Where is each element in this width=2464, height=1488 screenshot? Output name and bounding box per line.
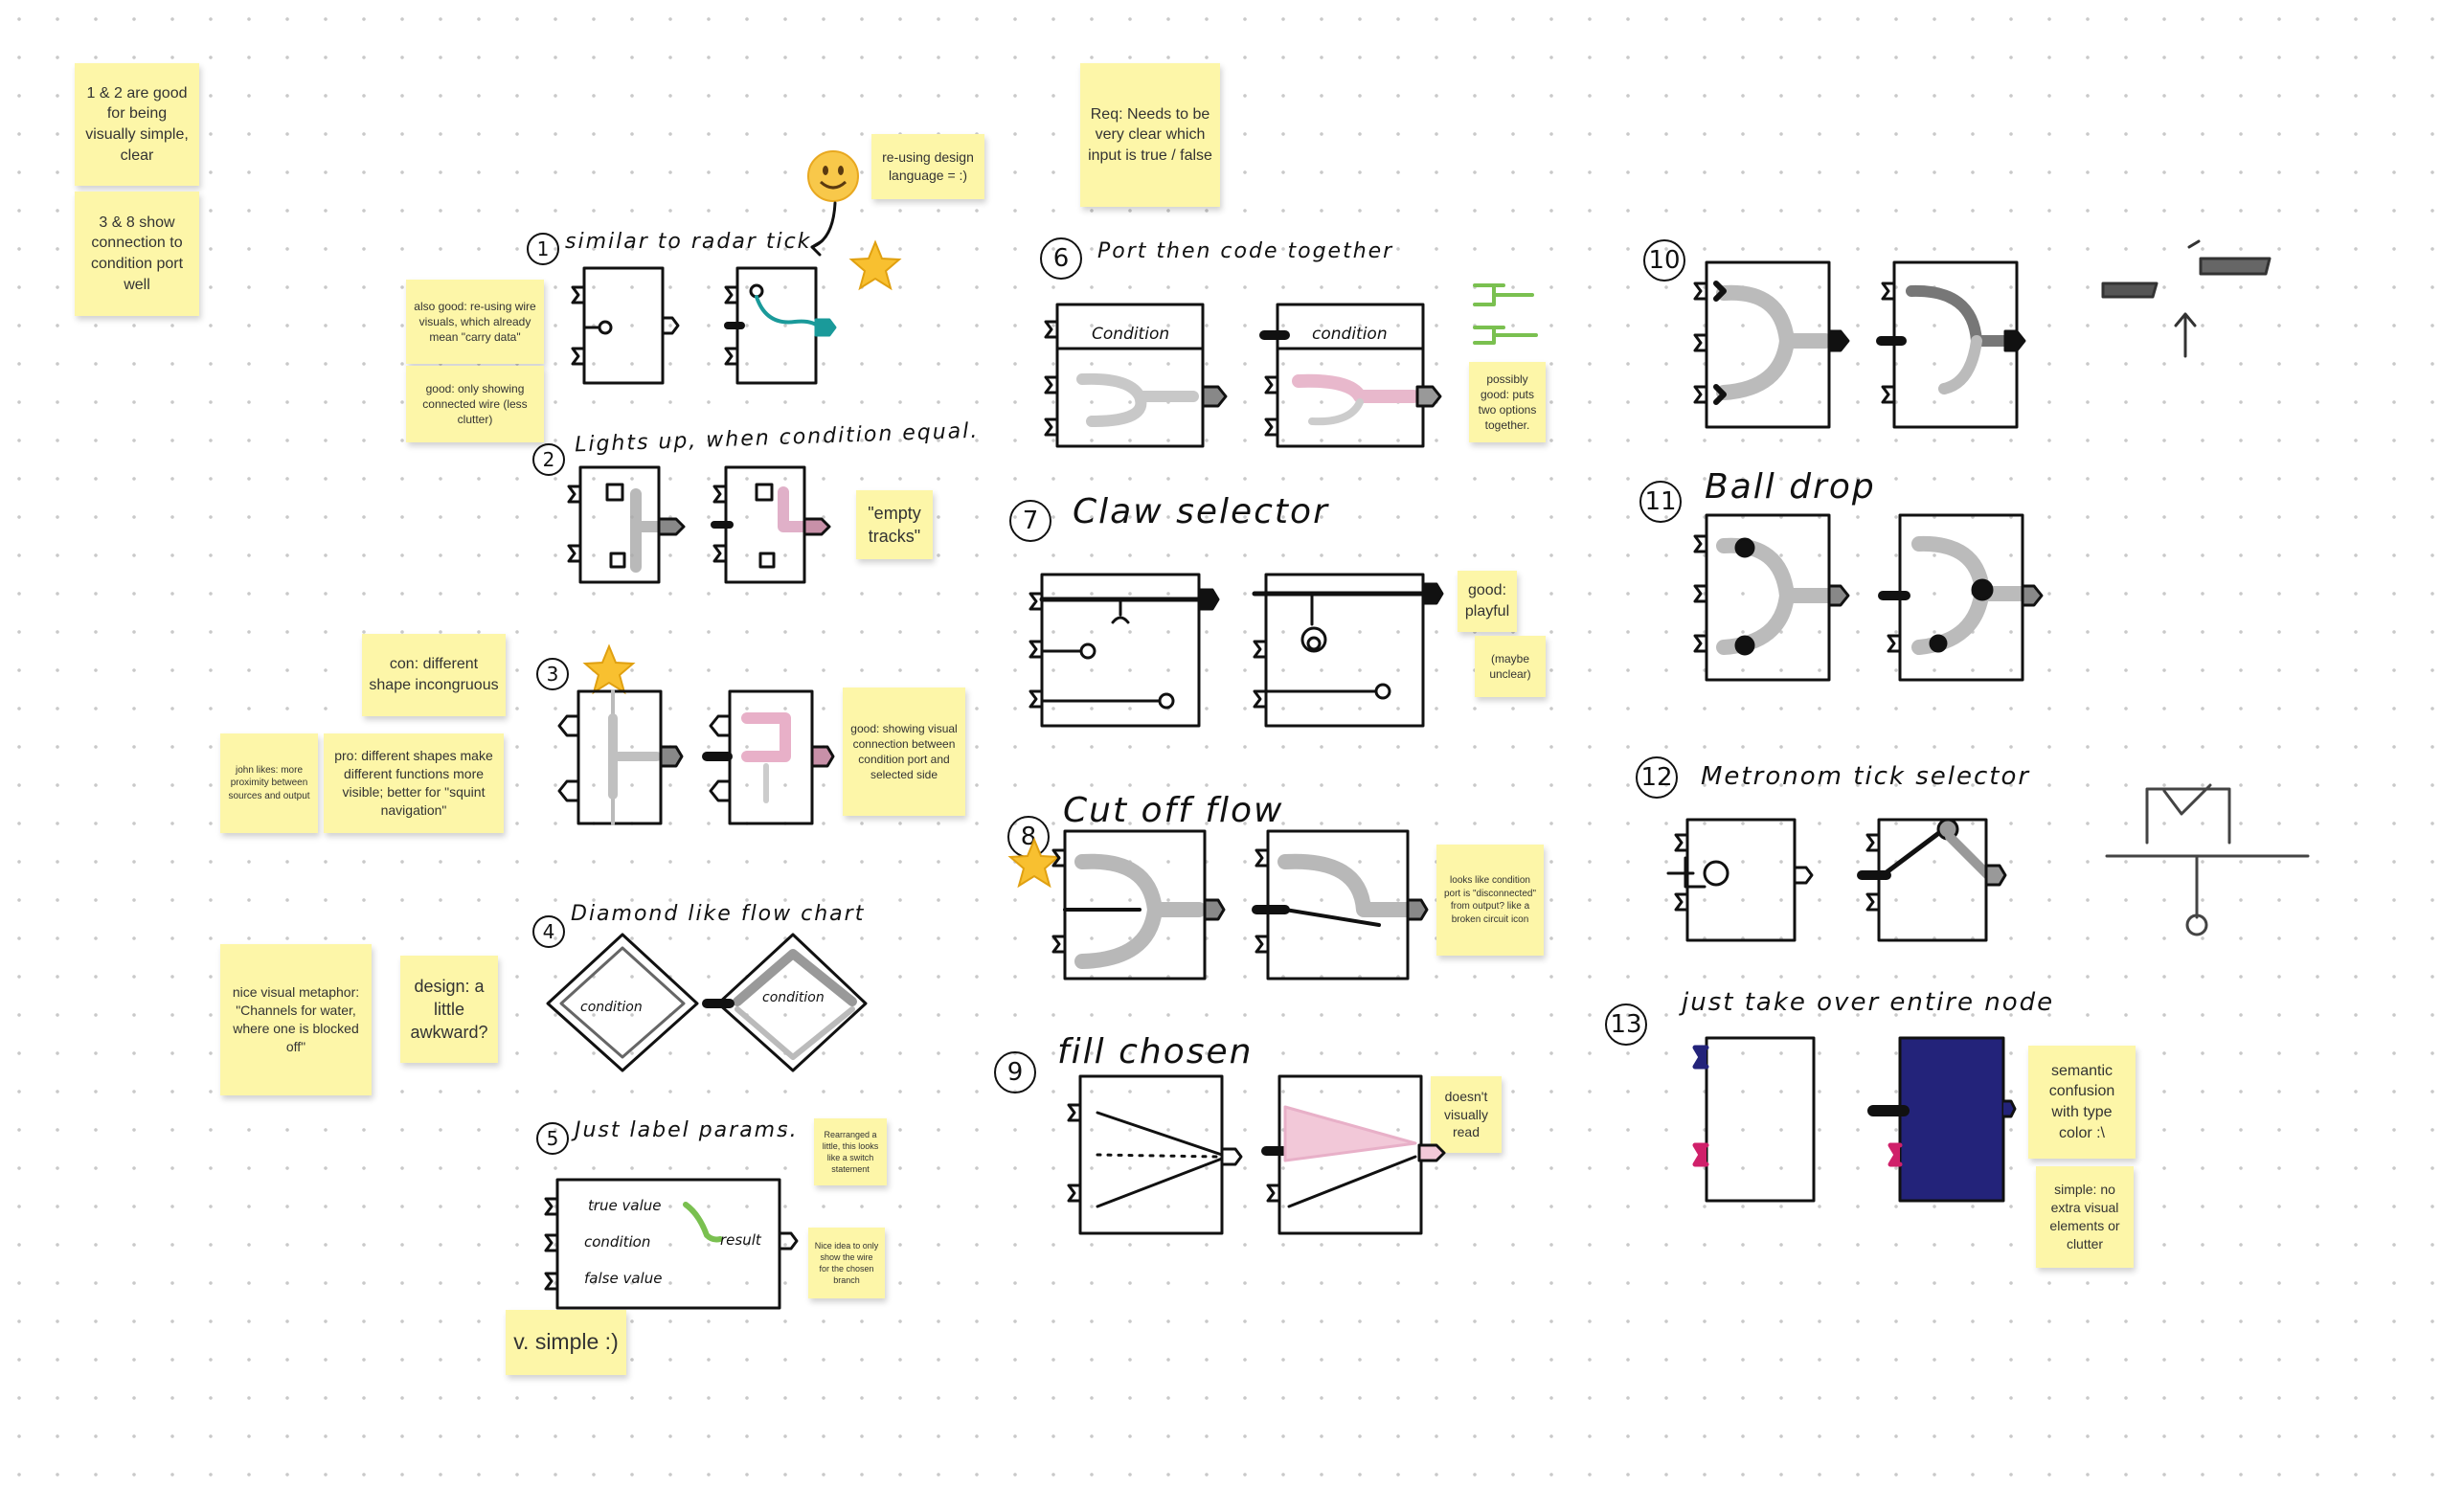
param-condition: condition <box>584 1233 650 1251</box>
sketch-label-condition: condition <box>1312 325 1388 344</box>
sketch-label-condition: condition <box>580 1000 643 1015</box>
sketch-label-condition: Condition <box>1092 325 1169 344</box>
sketch-label-condition: condition <box>762 990 825 1005</box>
param-false-value: false value <box>584 1270 662 1287</box>
param-true-value: true value <box>588 1197 662 1214</box>
param-result: result <box>720 1231 762 1249</box>
